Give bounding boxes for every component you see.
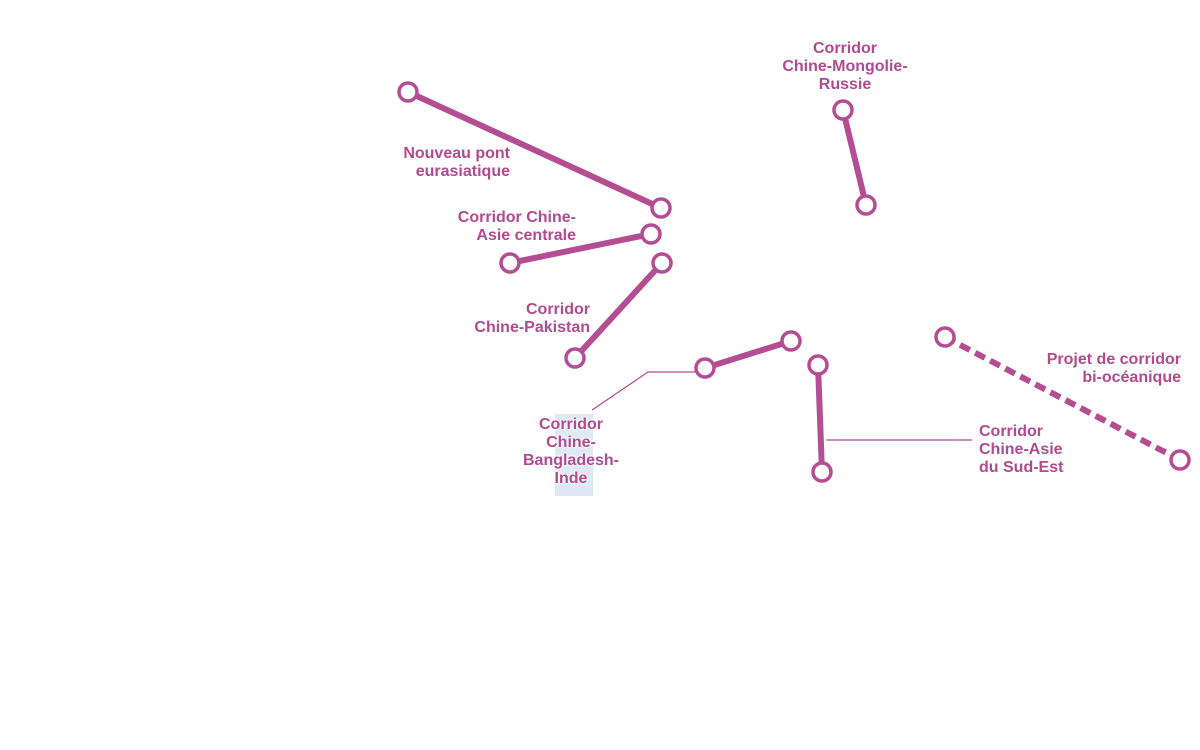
- corridor-line-bi-oceanique: [943, 334, 1182, 463]
- corridor-node-bi-oceanique-west: [934, 326, 956, 348]
- corridor-node-sud-est-north: [807, 354, 829, 376]
- corridor-node-mongolie-south: [855, 194, 877, 216]
- corridor-bi-oceanique: [934, 326, 1191, 471]
- corridor-node-asie-centrale-west: [499, 252, 521, 274]
- leader-line-chine-bangladesh-inde: [591, 371, 698, 411]
- corridor-nouveau-pont-eurasiatique: [397, 81, 672, 219]
- corridor-node-bangladesh-east: [780, 330, 802, 352]
- corridor-chine-bangladesh-inde: [694, 330, 802, 379]
- corridor-chine-asie-centrale: [499, 223, 662, 274]
- corridor-line-sud-est: [815, 362, 825, 475]
- corridor-chine-mongolie-russie: [832, 99, 877, 216]
- corridor-chine-asie-sud-est: [807, 354, 833, 483]
- label-bi-oceanique: Projet de corridor bi-océanique: [1046, 351, 1181, 386]
- corridor-line-nouveau-pont-stroke: [405, 89, 664, 211]
- label-nouveau-pont-eurasiatique: Nouveau pont eurasiatique: [403, 145, 510, 180]
- corridor-node-pakistan-south: [564, 347, 586, 369]
- corridor-line-mongolie: [840, 107, 869, 208]
- corridor-node-bi-oceanique-east: [1169, 449, 1191, 471]
- corridor-line-pakistan: [572, 260, 665, 361]
- corridor-node-pakistan-north: [651, 252, 673, 274]
- label-chine-asie-centrale: Corridor Chine- Asie centrale: [457, 209, 576, 244]
- corridor-node-sud-est-south: [811, 461, 833, 483]
- corridor-node-bangladesh-west: [694, 357, 716, 379]
- corridor-node-asie-centrale-east: [640, 223, 662, 245]
- corridor-chine-pakistan: [564, 252, 673, 369]
- label-chine-bangladesh-inde: Corridor Chine- Bangladesh- Inde: [522, 416, 619, 487]
- corridor-line-bangladesh: [702, 338, 794, 371]
- label-chine-asie-sud-est: Corridor Chine-Asie du Sud-Est: [979, 423, 1064, 476]
- corridor-line-asie-centrale: [507, 231, 654, 266]
- label-chine-mongolie-russie: Corridor Chine-Mongolie- Russie: [782, 40, 908, 93]
- label-highlight-bangladesh-inde: [555, 414, 593, 496]
- corridor-node-nouveau-pont-east: [650, 197, 672, 219]
- corridor-node-mongolie-north: [832, 99, 854, 121]
- label-chine-pakistan: Corridor Chine-Pakistan: [474, 301, 590, 336]
- corridor-node-nouveau-pont-west: [397, 81, 419, 103]
